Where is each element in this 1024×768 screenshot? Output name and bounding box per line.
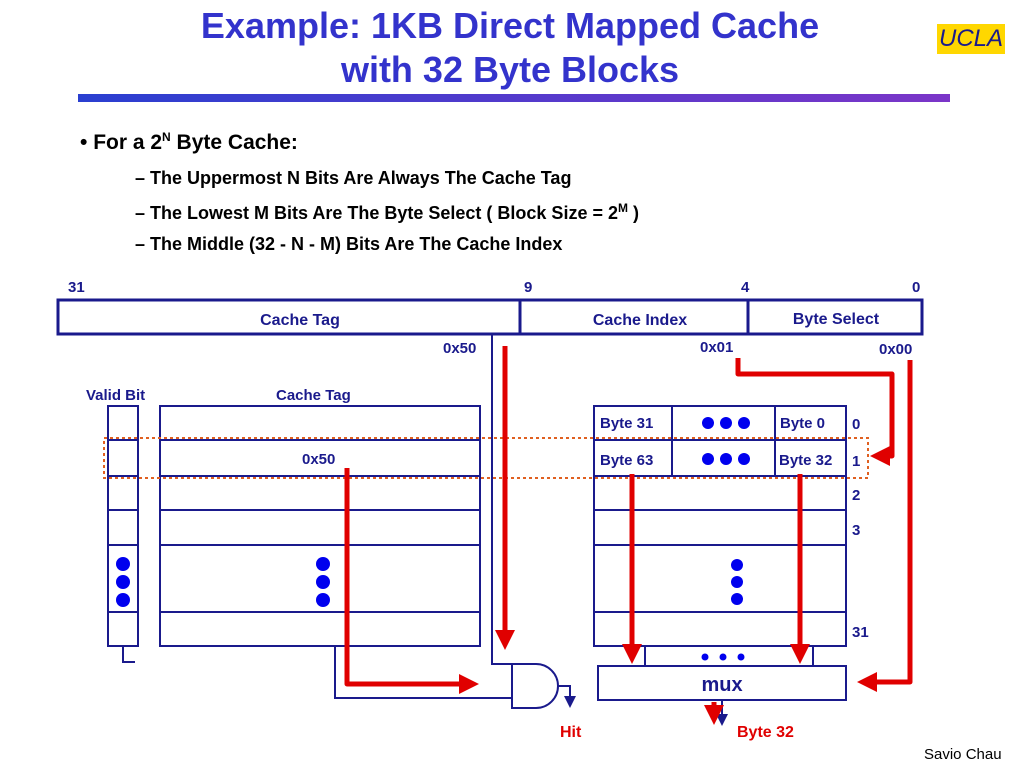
tag-ellipsis-dots [116, 557, 330, 607]
index-0-label: 0 [852, 416, 860, 433]
field-cache-tag: Cache Tag [260, 312, 340, 329]
byte-value-label: 0x00 [879, 341, 912, 358]
valid-bit-to-gate-wire [122, 646, 135, 663]
cache-tag-column [159, 405, 481, 647]
bit-9-label: 9 [524, 279, 532, 296]
bullet-main-suffix: Byte Cache: [170, 131, 298, 154]
tag-value-label: 0x50 [443, 340, 476, 357]
field-byte-select: Byte Select [793, 311, 880, 328]
address-register [56, 298, 924, 336]
valid-bit-header: Valid Bit [86, 387, 145, 404]
data-row-dots [702, 417, 750, 605]
mux-box [597, 665, 847, 701]
index-1-label: 1 [852, 453, 860, 470]
title-line-2: with 32 Byte Blocks [340, 49, 680, 90]
byte-0-cell: Byte 0 [780, 415, 825, 432]
bullet-main: • For a 2N Byte Cache: [80, 130, 298, 155]
bullet-main-sup: N [162, 130, 171, 144]
stored-tag-wire [334, 646, 512, 699]
bullet-sub-2-suffix: ) [627, 203, 639, 223]
mux-label: mux [701, 674, 742, 696]
valid-bit-column [107, 405, 139, 647]
stored-tag-value: 0x50 [302, 451, 335, 468]
byte-63-cell: Byte 63 [600, 452, 653, 469]
slide-title: Example: 1KB Direct Mapped Cache with 32… [120, 4, 900, 92]
mux-input-dots [701, 653, 745, 661]
bit-4-label: 4 [741, 279, 750, 296]
title-divider [78, 94, 950, 102]
stored-tag-path-arrow [344, 468, 479, 694]
and-gate [511, 663, 559, 709]
byte-32-cell: Byte 32 [779, 452, 832, 469]
bullet-dot-icon: • [80, 131, 94, 154]
mux-input-bus [644, 645, 814, 667]
hit-output-wire [558, 685, 576, 708]
bullet-sub-3: – The Middle (32 - N - M) Bits Are The C… [135, 234, 563, 254]
bit-31-label: 31 [68, 279, 85, 296]
data-array [593, 405, 847, 647]
field-cache-index: Cache Index [593, 312, 687, 329]
bullet-sub-2: – The Lowest M Bits Are The Byte Select … [135, 201, 639, 224]
index-3-label: 3 [852, 522, 860, 539]
title-line-1: Example: 1KB Direct Mapped Cache [200, 5, 820, 46]
index-2-label: 2 [852, 487, 860, 504]
bullet-sub-2-prefix: – The Lowest M Bits Are The Byte Select … [135, 203, 618, 223]
ucla-logo: UCLA [937, 24, 1005, 54]
index-path-arrow [735, 358, 895, 466]
cache-tag-header: Cache Tag [276, 387, 351, 404]
bullet-sub-2-sup: M [617, 201, 628, 215]
author-credit: Savio Chau [924, 746, 1002, 763]
bullet-main-prefix: For a 2 [93, 131, 163, 154]
index-value-label: 0x01 [700, 339, 733, 356]
byte-select-path-arrow [857, 360, 913, 692]
bullet-sub-1: – The Uppermost N Bits Are Always The Ca… [135, 168, 572, 188]
bit-0-label: 0 [912, 279, 920, 296]
byte-32-output-label: Byte 32 [737, 724, 794, 741]
byte-31-cell: Byte 31 [600, 415, 653, 432]
index-31-label: 31 [852, 624, 869, 641]
tag-compare-wire [491, 334, 512, 665]
hit-label: Hit [560, 724, 582, 741]
